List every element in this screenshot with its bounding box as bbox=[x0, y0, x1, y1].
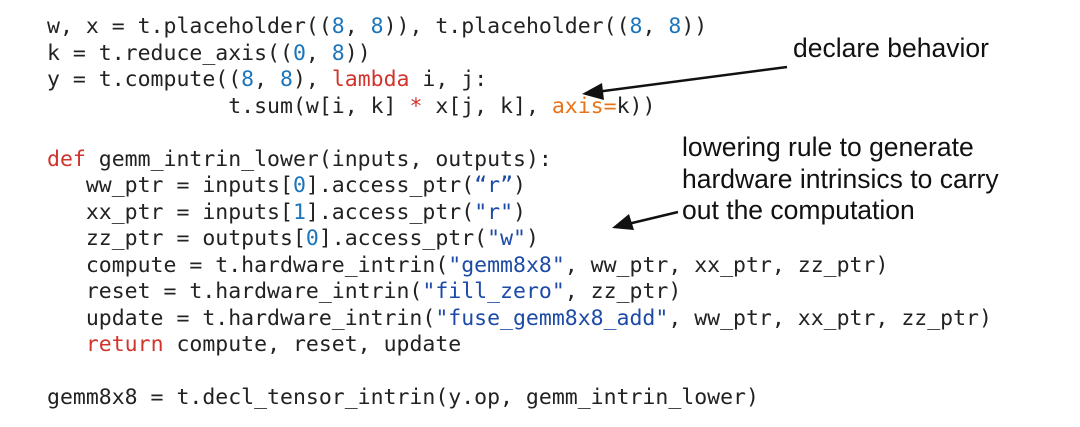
code-line: def gemm_intrin_lower(inputs, outputs): bbox=[47, 147, 992, 174]
code-line: update = t.hardware_intrin("fuse_gemm8x8… bbox=[47, 306, 992, 333]
code-token: , bbox=[254, 67, 281, 92]
code-token: ww_ptr = inputs[ bbox=[47, 173, 293, 198]
code-token: w, x = t.placeholder(( bbox=[47, 14, 332, 39]
code-line: xx_ptr = inputs[1].access_ptr("r") bbox=[47, 200, 992, 227]
code-token: def bbox=[47, 146, 86, 172]
code-token: ].access_ptr( bbox=[318, 226, 488, 251]
code-token: ) bbox=[513, 199, 526, 225]
code-line: compute = t.hardware_intrin("gemm8x8", w… bbox=[47, 253, 992, 280]
code-token: k)) bbox=[616, 93, 656, 119]
code-token: ), bbox=[292, 67, 332, 92]
code-block: w, x = t.placeholder((8, 8)), t.placehol… bbox=[47, 14, 992, 412]
code-token: , bbox=[344, 14, 371, 39]
code-token: , bbox=[642, 14, 669, 39]
code-line: k = t.reduce_axis((0, 8)) bbox=[47, 41, 992, 68]
code-token: compute = t.hardware_intrin( bbox=[47, 252, 449, 278]
code-line: zz_ptr = outputs[0].access_ptr("w") bbox=[47, 226, 992, 253]
lowering-rule-annotation: lowering rule to generate hardware intri… bbox=[682, 132, 999, 227]
code-token: 8 bbox=[370, 14, 384, 39]
code-token: ].access_ptr( bbox=[305, 173, 475, 198]
code-token: lambda bbox=[331, 67, 410, 92]
code-token: "fuse_gemm8x8_add" bbox=[435, 305, 669, 331]
code-token: gemm8x8 = t.decl_tensor_intrin(y.op, gem… bbox=[47, 385, 759, 410]
code-line: y = t.compute((8, 8), lambda i, j: bbox=[47, 67, 992, 94]
code-token: ].access_ptr( bbox=[305, 199, 475, 225]
code-token: gemm_intrin_lower(inputs, outputs): bbox=[85, 146, 552, 172]
code-line: reset = t.hardware_intrin("fill_zero", z… bbox=[47, 279, 992, 306]
code-token: "w" bbox=[487, 226, 526, 251]
declare-arrow bbox=[582, 65, 788, 100]
code-token: "r" bbox=[474, 199, 514, 225]
code-token: 0 bbox=[292, 173, 306, 198]
code-token: return bbox=[85, 332, 164, 357]
code-line: return compute, reset, update bbox=[47, 332, 992, 359]
lowering-annotation-line-1: lowering rule to generate bbox=[682, 132, 974, 162]
code-token: 1 bbox=[292, 199, 306, 225]
lowering-annotation-line-2: hardware intrinsics to carry bbox=[682, 163, 999, 194]
code-token: 8 bbox=[331, 40, 345, 66]
code-token: 8 bbox=[280, 67, 293, 92]
code-token: 0 bbox=[292, 40, 306, 66]
code-token: 8 bbox=[331, 14, 345, 39]
lowering-arrow bbox=[612, 210, 679, 230]
code-token: , ww_ptr, xx_ptr, zz_ptr) bbox=[668, 305, 992, 331]
code-token: y = t.compute(( bbox=[47, 67, 242, 92]
code-token: )) bbox=[681, 14, 708, 39]
code-token: 8 bbox=[668, 14, 682, 39]
code-token: 8 bbox=[241, 67, 255, 92]
code-token: = bbox=[603, 93, 617, 119]
code-token: 0 bbox=[305, 226, 319, 251]
code-line: ww_ptr = inputs[0].access_ptr(“r”) bbox=[47, 173, 992, 200]
code-token: compute, reset, update bbox=[163, 332, 462, 357]
code-token: axis bbox=[551, 93, 604, 119]
code-token: * bbox=[409, 93, 423, 119]
declare-behavior-annotation: declare behavior bbox=[793, 33, 989, 63]
code-line: t.sum(w[i, k] * x[j, k], axis=k)) bbox=[47, 94, 992, 121]
code-token: reset = t.hardware_intrin( bbox=[47, 279, 423, 304]
code-token: zz_ptr = outputs[ bbox=[47, 226, 306, 251]
code-token: x[j, k], bbox=[422, 93, 552, 119]
code-token: ) bbox=[513, 173, 526, 198]
code-line: w, x = t.placeholder((8, 8)), t.placehol… bbox=[47, 14, 992, 41]
code-token: "gemm8x8" bbox=[448, 252, 565, 278]
code-token: k = t.reduce_axis(( bbox=[47, 40, 293, 66]
code-token: , bbox=[305, 40, 332, 66]
code-token: "fill_zero" bbox=[422, 279, 565, 304]
code-token: )), t.placeholder(( bbox=[383, 14, 630, 39]
code-token: “r” bbox=[474, 173, 514, 198]
code-token: i, j: bbox=[409, 67, 488, 92]
code-line: gemm8x8 = t.decl_tensor_intrin(y.op, gem… bbox=[47, 385, 992, 412]
code-token: , ww_ptr, xx_ptr, zz_ptr) bbox=[564, 252, 889, 278]
code-token: 8 bbox=[629, 14, 643, 39]
code-token: xx_ptr = inputs[ bbox=[47, 199, 293, 225]
lowering-annotation-line-3: out the computation bbox=[682, 195, 915, 225]
code-token: update = t.hardware_intrin( bbox=[47, 305, 436, 331]
code-token: t.sum(w[i, k] bbox=[47, 93, 410, 119]
code-token: ) bbox=[525, 226, 539, 251]
code-token: , zz_ptr) bbox=[564, 279, 682, 304]
code-token: )) bbox=[344, 40, 371, 66]
